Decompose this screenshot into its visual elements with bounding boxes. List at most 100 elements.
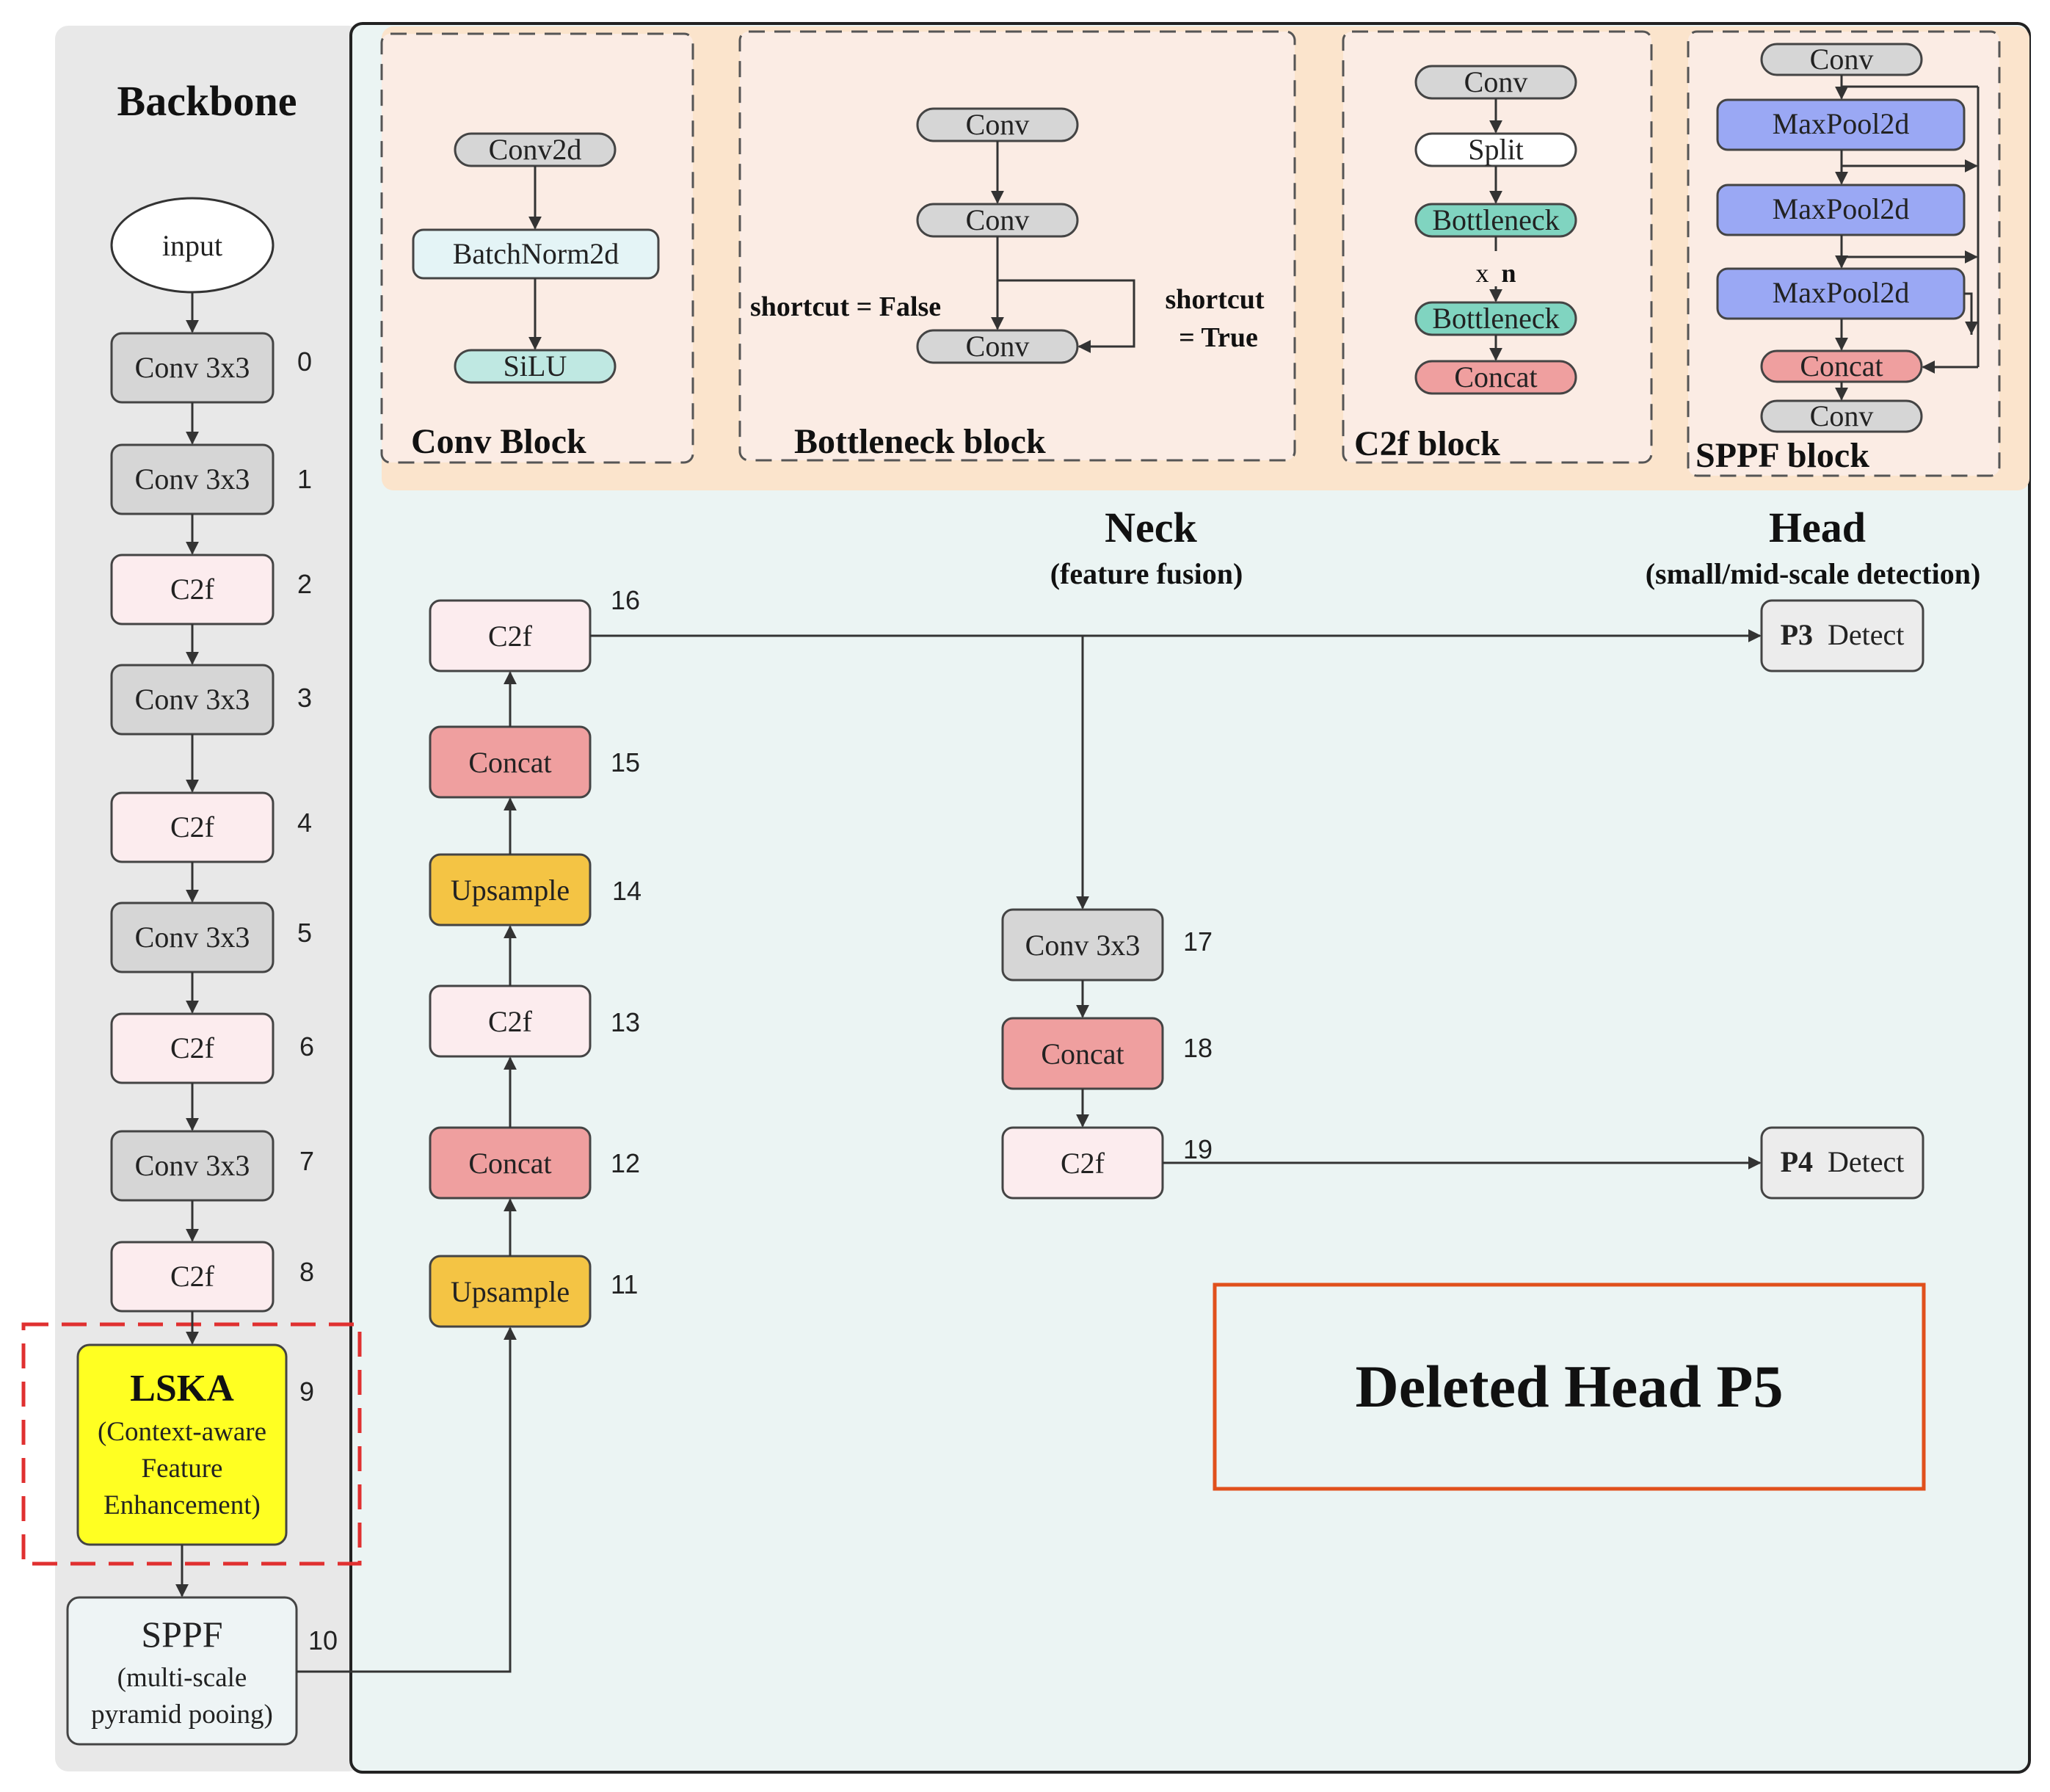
node-index: 18	[1183, 1033, 1213, 1063]
node-label: Concat	[1041, 1037, 1124, 1070]
node-index: 2	[297, 569, 312, 599]
sppf-line2: pyramid pooing)	[91, 1700, 273, 1730]
conv-block: Conv2d BatchNorm2d SiLU Conv Block	[411, 132, 660, 461]
neck-node-14: Upsample 14	[429, 853, 641, 926]
neck-node-19: C2f 19	[1001, 1126, 1213, 1200]
p4-detect-node: P4 Detect	[1760, 1126, 1924, 1200]
node-index: 13	[611, 1007, 640, 1037]
sppf-block-item: Concat	[1800, 349, 1883, 382]
node-index: 12	[611, 1148, 640, 1178]
node-label: C2f	[170, 573, 215, 606]
node-index: 0	[297, 347, 312, 377]
neck-node-11: Upsample 11	[429, 1255, 638, 1328]
sppf-block-item: MaxPool2d	[1773, 276, 1910, 309]
node-label: Conv 3x3	[135, 351, 250, 384]
backbone-node-3: Conv 3x3 3	[110, 664, 312, 736]
backbone-node-7: Conv 3x3 7	[110, 1130, 314, 1202]
backbone-title: Backbone	[117, 77, 297, 125]
node-index: 6	[299, 1031, 314, 1062]
conv-block-item: BatchNorm2d	[453, 237, 619, 270]
node-label: Upsample	[451, 1275, 570, 1308]
node-label: Conv 3x3	[135, 462, 250, 496]
lska-node: LSKA (Context-aware Feature Enhancement)…	[76, 1343, 314, 1546]
p3-text: Detect	[1828, 618, 1904, 651]
c2f-repeat-n: n	[1501, 258, 1516, 288]
c2f-item: Conv	[1464, 65, 1528, 98]
sppf-title: SPPF	[141, 1614, 222, 1655]
deleted-head-p5-box: Deleted Head P5	[1213, 1283, 1926, 1491]
backbone-node-4: C2f 4	[110, 791, 312, 863]
lska-line3: Enhancement)	[103, 1490, 261, 1520]
node-label: Conv 3x3	[135, 683, 250, 716]
backbone-node-2: C2f 2	[110, 554, 312, 625]
node-label: C2f	[170, 810, 215, 844]
sppf-block-title: SPPF block	[1695, 436, 1869, 475]
neck-node-16: C2f 16	[429, 585, 640, 672]
neck-node-17: Conv 3x3 17	[1001, 908, 1213, 982]
backbone-arrows	[175, 292, 199, 1597]
node-index: 7	[299, 1146, 314, 1176]
backbone-node-5: Conv 3x3 5	[110, 902, 312, 973]
node-index: 19	[1183, 1134, 1213, 1164]
neck-arrows	[297, 629, 1762, 1673]
node-index: 17	[1183, 926, 1213, 957]
input-label: input	[162, 229, 222, 262]
conv-block-item: SiLU	[504, 349, 567, 382]
lska-line1: (Context-aware	[98, 1417, 266, 1447]
p4-text: Detect	[1828, 1145, 1904, 1178]
node-label: C2f	[170, 1260, 215, 1293]
sppf-block-item: MaxPool2d	[1773, 107, 1910, 140]
shortcut-true-label-1: shortcut	[1165, 284, 1264, 315]
bottleneck-item: Conv	[966, 108, 1030, 141]
neck-node-12: Concat 12	[429, 1126, 640, 1200]
lska-line2: Feature	[142, 1454, 223, 1484]
node-index: 8	[299, 1257, 314, 1287]
sppf-line1: (multi-scale	[117, 1663, 247, 1693]
node-label: C2f	[1061, 1147, 1105, 1180]
node-label: C2f	[488, 620, 533, 653]
sppf-block-item: MaxPool2d	[1773, 192, 1910, 225]
deleted-head-label: Deleted Head P5	[1356, 1353, 1784, 1420]
node-label: C2f	[170, 1031, 215, 1064]
node-label: Conv 3x3	[1025, 929, 1141, 962]
node-label: Conv 3x3	[135, 1149, 250, 1182]
node-label: Concat	[468, 746, 551, 779]
bottleneck-item: Conv	[966, 203, 1030, 236]
c2f-item: Concat	[1454, 360, 1537, 393]
neck-node-13: C2f 13	[429, 984, 640, 1058]
conv-block-title: Conv Block	[411, 422, 586, 461]
sppf-block: Conv MaxPool2d MaxPool2d MaxPool2d Conca…	[1695, 43, 1980, 475]
c2f-block: Conv Split Bottleneck Bottleneck Concat …	[1354, 65, 1577, 463]
bottleneck-block-panel	[738, 30, 1296, 462]
shortcut-true-label-2: = True	[1179, 322, 1258, 353]
sppf-node: SPPF (multi-scale pyramid pooing) 10	[66, 1596, 338, 1746]
neck-title: Neck	[1105, 504, 1197, 551]
neck-subtitle: (feature fusion)	[1050, 557, 1243, 590]
p3-bold: P3	[1781, 618, 1813, 651]
neck-node-15: Concat 15	[429, 725, 640, 799]
node-index: 3	[297, 683, 312, 713]
lska-title: LSKA	[130, 1368, 234, 1410]
backbone-node-8: C2f 8	[110, 1241, 314, 1313]
node-label: Upsample	[451, 874, 570, 907]
backbone-node-6: C2f 6	[110, 1012, 314, 1084]
shortcut-false-label: shortcut = False	[750, 291, 941, 322]
node-index: 15	[611, 747, 640, 777]
node-index: 5	[297, 918, 312, 948]
p4-bold: P4	[1781, 1145, 1813, 1178]
c2f-repeat-x: x	[1475, 258, 1489, 288]
node-index: 4	[297, 808, 312, 838]
conv-block-item: Conv2d	[489, 133, 582, 166]
c2f-item: Bottleneck	[1432, 302, 1559, 335]
node-label: C2f	[488, 1005, 533, 1038]
svg-text:P4 Detect: P4 Detect	[1781, 1145, 1905, 1178]
c2f-item: Split	[1468, 133, 1524, 166]
node-index: 14	[612, 876, 641, 906]
backbone-node-1: Conv 3x3 1	[110, 443, 312, 515]
node-label: Conv 3x3	[135, 921, 250, 954]
c2f-item: Bottleneck	[1432, 203, 1559, 236]
sppf-block-item: Conv	[1810, 399, 1874, 432]
node-index: 1	[297, 464, 312, 494]
